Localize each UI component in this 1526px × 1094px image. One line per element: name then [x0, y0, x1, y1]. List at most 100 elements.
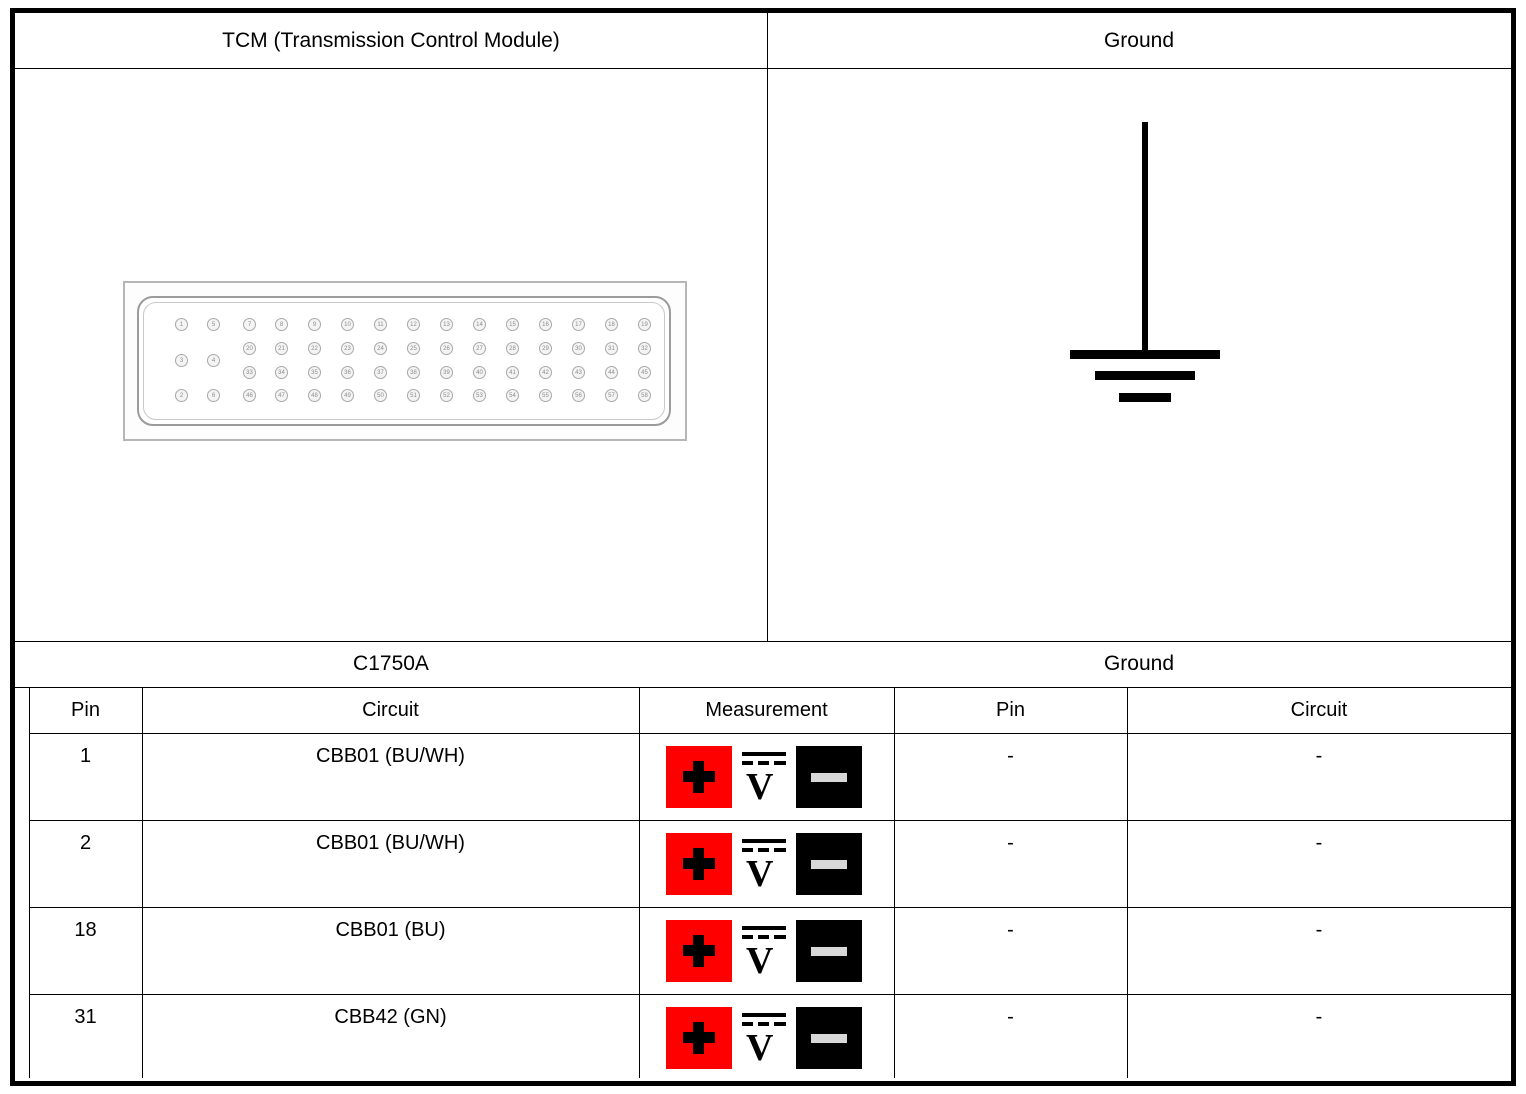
connector-pin: 51	[407, 389, 420, 402]
connector-pin: 6	[207, 389, 220, 402]
row-pin-value: 2	[79, 832, 92, 854]
connector-pin: 58	[638, 389, 651, 402]
connector-pin: 18	[605, 318, 618, 331]
dc-dash-3	[774, 935, 786, 939]
measurement-icon-group: V	[666, 1007, 862, 1069]
connector-pin: 23	[341, 342, 354, 355]
connector-pin: 21	[275, 342, 288, 355]
connector-pin: 17	[572, 318, 585, 331]
ground-bar-3	[1119, 393, 1171, 402]
connector-pin: 35	[308, 366, 321, 379]
measurement-icon-group: V	[666, 746, 862, 808]
connector-pin: 26	[440, 342, 453, 355]
header-title-ground: Ground	[1103, 28, 1175, 52]
col-rule-measurement-groundpin	[894, 687, 895, 1078]
connector-pin: 30	[572, 342, 585, 355]
row-ground-circuit-value: -	[1315, 832, 1323, 854]
connector-pin: 53	[473, 389, 486, 402]
probe-positive-icon	[666, 920, 732, 982]
connector-pin: 31	[605, 342, 618, 355]
row-ground-pin-value: -	[1007, 832, 1014, 854]
connector-pin: 5	[207, 318, 220, 331]
row-circuit-value: CBB01 (BU)	[335, 919, 446, 941]
probe-positive-icon	[666, 746, 732, 808]
row-pin-value: 18	[74, 919, 97, 941]
probe-positive-icon	[666, 1007, 732, 1069]
connector-pin: 39	[440, 366, 453, 379]
dc-voltage-icon: V	[740, 746, 788, 808]
ground-bar-2	[1095, 371, 1195, 380]
row-divider-1	[29, 820, 1511, 821]
connector-pin: 14	[473, 318, 486, 331]
dc-dash-2	[758, 761, 769, 765]
dc-voltage-icon: V	[740, 920, 788, 982]
voltage-letter: V	[746, 940, 774, 982]
ground-bar-1	[1070, 350, 1220, 359]
dc-dash-3	[774, 1022, 786, 1026]
connector-pin: 8	[275, 318, 288, 331]
connector-pin: 28	[506, 342, 519, 355]
chassis-ground-symbol	[1050, 118, 1250, 408]
header-bottom-rule	[15, 68, 1511, 69]
diagram-frame: TCM (Transmission Control Module) Ground…	[10, 8, 1516, 1086]
row-pin-value: 31	[74, 1006, 97, 1028]
col-rule-circuit-measurement	[639, 687, 640, 1078]
connector-pin: 3	[175, 354, 188, 367]
connector-shell	[137, 296, 671, 426]
measurement-icon-group: V	[666, 833, 862, 895]
connector-pin: 44	[605, 366, 618, 379]
connector-pin: 29	[539, 342, 552, 355]
connector-pin: 13	[440, 318, 453, 331]
connector-pin: 19	[638, 318, 651, 331]
measurement-icon-group: V	[666, 920, 862, 982]
row-circuit-value: CBB42 (GN)	[334, 1006, 447, 1028]
connector-pin: 36	[341, 366, 354, 379]
top-section-divider	[767, 13, 768, 641]
row-ground-circuit-value: -	[1315, 1006, 1323, 1028]
row-divider-3	[29, 994, 1511, 995]
connector-pin: 16	[539, 318, 552, 331]
column-header-circuit: Circuit	[362, 698, 419, 721]
dc-solid-line	[742, 1013, 786, 1017]
row-ground-circuit-value: -	[1315, 919, 1323, 941]
row-ground-circuit-value: -	[1315, 745, 1323, 767]
dc-dash-2	[758, 848, 769, 852]
connector-pin: 2	[175, 389, 188, 402]
row-ground-pin-value: -	[1007, 745, 1014, 767]
connector-pin: 25	[407, 342, 420, 355]
connector-shell-inner	[143, 302, 665, 420]
dc-solid-line	[742, 839, 786, 843]
connector-pin: 41	[506, 366, 519, 379]
dc-voltage-icon: V	[740, 833, 788, 895]
connector-pin: 10	[341, 318, 354, 331]
table-header-bottom-rule	[29, 733, 1511, 734]
dc-dash-3	[774, 761, 786, 765]
dc-dash-1	[742, 1022, 753, 1026]
probe-negative-icon	[796, 746, 862, 808]
voltage-letter: V	[746, 1027, 774, 1069]
connector-pin: 49	[341, 389, 354, 402]
connector-pin: 48	[308, 389, 321, 402]
connector-pin: 12	[407, 318, 420, 331]
connector-pin: 47	[275, 389, 288, 402]
connector-pin: 43	[572, 366, 585, 379]
connector-pin: 1	[175, 318, 188, 331]
connector-pin: 56	[572, 389, 585, 402]
column-header-measurement: Measurement	[705, 698, 828, 721]
col-rule-pin-circuit	[142, 687, 143, 1078]
connector-pin: 57	[605, 389, 618, 402]
connector-pin: 46	[243, 389, 256, 402]
row-ground-pin-value: -	[1007, 919, 1014, 941]
table-left-rule	[29, 687, 30, 1078]
column-header-ground-circuit: Circuit	[1290, 698, 1348, 721]
probe-negative-icon	[796, 920, 862, 982]
probe-positive-icon	[666, 833, 732, 895]
probe-negative-icon	[796, 833, 862, 895]
dc-dash-1	[742, 761, 753, 765]
connector-pin: 50	[374, 389, 387, 402]
connector-pin: 38	[407, 366, 420, 379]
dc-solid-line	[742, 752, 786, 756]
dc-voltage-icon: V	[740, 1007, 788, 1069]
row-divider-2	[29, 907, 1511, 908]
